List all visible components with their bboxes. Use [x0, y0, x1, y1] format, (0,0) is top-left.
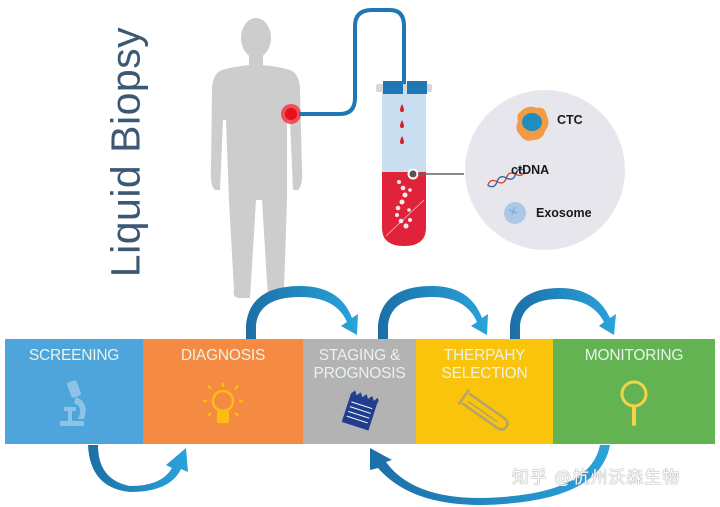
stage-label-line: THERPAHY [443, 347, 526, 364]
analyte-label-ctdna: ctDNA [511, 163, 550, 177]
stage-label-therapy-selection: THERPAHY SELECTION [416, 347, 553, 383]
stage-screening: SCREENING [5, 339, 143, 444]
stage-label-line: STAGING & [318, 347, 401, 364]
top-flow-arrows [246, 286, 616, 339]
test-tube-icon [457, 388, 509, 431]
stage-diagnosis: DIAGNOSIS [143, 339, 303, 444]
analyte-label-exosome: Exosome [536, 206, 592, 220]
stage-label-diagnosis: DIAGNOSIS [180, 347, 266, 364]
magnifier-icon [620, 380, 648, 426]
watermark: 知乎 @杭州沃森生物 [512, 468, 681, 488]
stage-label-staging-prognosis: STAGING & PROGNOSIS [303, 347, 416, 383]
cell-icon [516, 106, 549, 141]
stage-staging-prognosis: STAGING & PROGNOSIS [303, 339, 416, 444]
arrow-screening-to-diagnosis [88, 445, 188, 492]
stage-therapy-selection: THERPAHY SELECTION [416, 339, 553, 444]
exosome-icon [504, 202, 526, 224]
lightbulb-icon [203, 383, 243, 423]
human-body-icon [210, 18, 303, 298]
stage-label-line: SELECTION [441, 365, 528, 382]
stage-label-screening: SCREENING [28, 347, 120, 364]
stage-label-line: PROGNOSIS [313, 365, 406, 382]
illustration [210, 8, 625, 339]
stage-label-monitoring: MONITORING [584, 347, 684, 364]
stage-monitoring: MONITORING [553, 339, 715, 444]
analyte-label-ctc: CTC [557, 113, 583, 127]
microscope-icon [60, 380, 86, 426]
dna-strand-icon [487, 168, 526, 188]
notepad-icon [341, 390, 379, 431]
blood-test-tube-icon [376, 81, 464, 246]
blood-tube-line [299, 8, 406, 116]
